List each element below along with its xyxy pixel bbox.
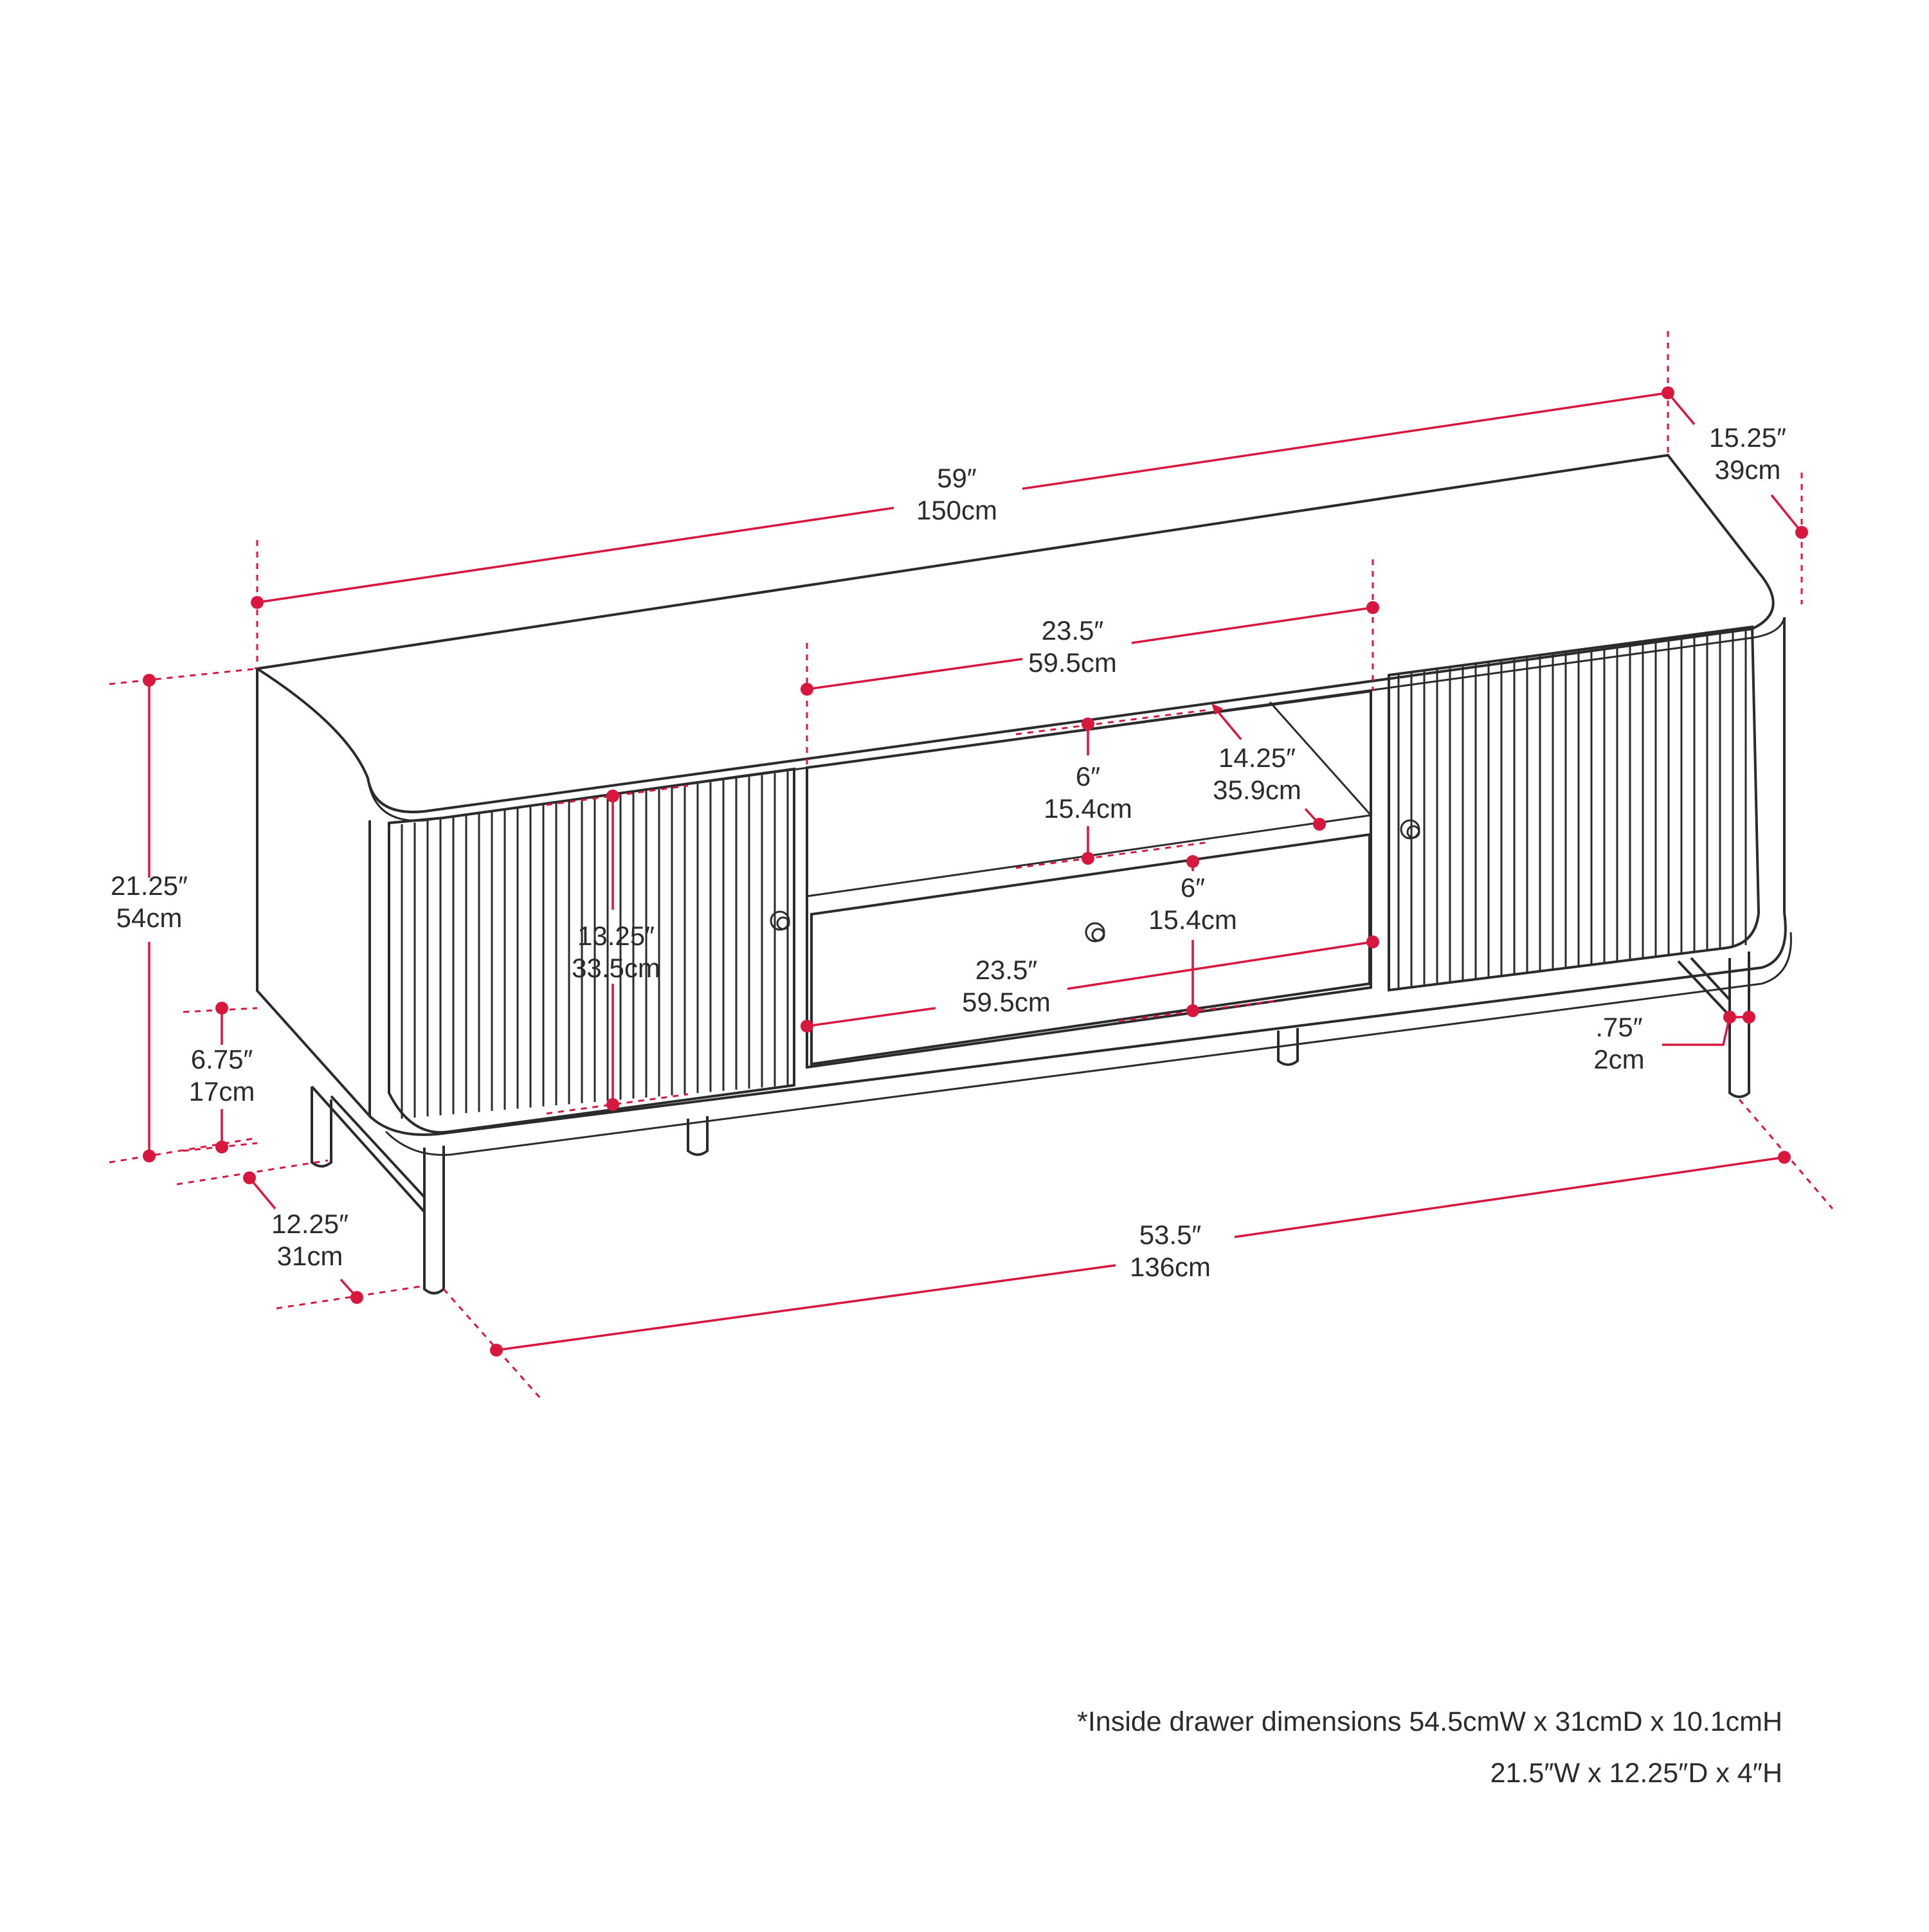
door-height-cm-label: 33.5cm: [572, 953, 660, 983]
dimension-annotations: 59″ 150cm 15.25″ 39cm 21.25″ 54cm 23.5″ …: [109, 331, 1834, 1402]
leg-depth-endpoint-top: [243, 1171, 256, 1184]
depth-endpoint: [1795, 526, 1808, 539]
leg-span-inch-label: 53.5″: [1139, 1220, 1202, 1250]
right-door-slats: [1397, 629, 1747, 988]
shelf-depth-inch-label: 14.25″: [1218, 743, 1296, 773]
leg-span-endpoint-right: [1778, 1151, 1791, 1164]
shelf-depth-endpoint: [1313, 818, 1326, 831]
shelf-width-endpoint-right: [1366, 601, 1379, 614]
leg-span-line-right: [1234, 1156, 1785, 1238]
right-door-knob-face: [1406, 825, 1420, 839]
shelf-back: [806, 768, 1372, 898]
leg-height-guides: [183, 1007, 258, 1152]
leg-span-cm-label: 136cm: [1130, 1252, 1211, 1282]
shelf-height-cm-label: 15.4cm: [1044, 793, 1132, 824]
height-cm-label: 54cm: [116, 903, 183, 933]
drawer-height-cm-label: 15.4cm: [1148, 905, 1237, 935]
leg-span-endpoint-left: [490, 1344, 503, 1357]
shelf-width-line-left: [806, 658, 1023, 691]
width-label-bg: [894, 450, 1022, 527]
width-endpoint-left: [251, 596, 264, 609]
stand-base: [368, 912, 1787, 1136]
leg-depth-endpoint-bottom: [350, 1291, 363, 1304]
drawer-front: [810, 833, 1371, 1066]
door-height-endpoint-top: [606, 790, 619, 802]
middle-leg-back: [1277, 1028, 1299, 1066]
shelf-width-inch-label: 23.5″: [1042, 615, 1104, 646]
height-endpoint-bottom: [143, 1150, 156, 1162]
leg-thickness-cm-label: 2cm: [1593, 1044, 1644, 1074]
height-endpoint-top: [143, 674, 156, 687]
leg-depth-cm-label: 31cm: [277, 1241, 343, 1271]
inside-drawer-note-metric: *Inside drawer dimensions 54.5cmW x 31cm…: [1077, 1706, 1782, 1737]
depth-dimension-line-top: [1667, 392, 1696, 426]
drawer-width-endpoint-left: [801, 1020, 813, 1033]
leg-thickness-inch-label: .75″: [1595, 1012, 1642, 1042]
door-height-inch-label: 13.25″: [577, 921, 655, 951]
leg-height-endpoint-top: [215, 1002, 228, 1015]
leg-thickness-endpoint-right: [1743, 1011, 1755, 1024]
tv-stand-drawing: [253, 453, 1792, 1295]
leg-thickness-leader: [1662, 1016, 1731, 1046]
drawer-width-cm-label: 59.5cm: [962, 987, 1051, 1017]
depth-dimension-line-bottom: [1770, 494, 1803, 534]
leg-height-inch-label: 6.75″: [191, 1044, 253, 1074]
leg-depth-line-top: [248, 1177, 276, 1210]
right-leg-crossbar: [1677, 957, 1731, 1017]
middle-leg-front: [687, 1116, 709, 1156]
door-height-endpoint-bottom: [606, 1098, 619, 1111]
shelf-depth-line-top: [1214, 707, 1242, 741]
legs: [311, 952, 1750, 1295]
inside-drawer-note: *Inside drawer dimensions 54.5cmW x 31cm…: [1077, 1706, 1782, 1789]
leg-depth-inch-label: 12.25″: [271, 1209, 349, 1239]
drawer-width-inch-label: 23.5″: [975, 955, 1038, 985]
shelf-width-line-right: [1131, 606, 1373, 644]
shelf-width-cm-label: 59.5cm: [1028, 647, 1117, 678]
right-door: [1388, 625, 1761, 992]
shelf-inner-side: [1269, 701, 1372, 816]
width-inch-label: 59″: [937, 463, 977, 493]
height-inch-label: 21.25″: [111, 871, 188, 901]
drawer-width-line-right: [1067, 941, 1373, 990]
left-door: [388, 767, 795, 1134]
drawer-height-endpoint-top: [1186, 855, 1199, 868]
depth-inch-label: 15.25″: [1709, 422, 1786, 453]
shelf-height-inch-label: 6″: [1076, 761, 1100, 791]
inside-drawer-note-imperial: 21.5″W x 12.25″D x 4″H: [1490, 1758, 1782, 1789]
stand-top-surface: [253, 453, 1775, 813]
back-left-leg: [311, 1087, 332, 1168]
drawer-height-inch-label: 6″: [1181, 872, 1205, 903]
shelf-height-endpoint-top: [1082, 718, 1094, 730]
leg-span-line-left: [496, 1264, 1116, 1351]
left-leg-crossbar: [311, 1085, 426, 1213]
shelf-height-guides: [1015, 709, 1209, 869]
front-left-leg: [423, 1146, 445, 1295]
drawer-height-guides: [1118, 999, 1280, 1022]
leg-height-cm-label: 17cm: [189, 1076, 255, 1106]
stand-base-lower: [385, 932, 1792, 1156]
left-door-slats: [401, 772, 789, 1119]
front-right-leg: [1728, 952, 1750, 1098]
drawer-width-endpoint-right: [1366, 935, 1379, 948]
drawer-knob-face: [1091, 928, 1105, 942]
middle-compartment: [806, 689, 1372, 1069]
drawer-width-line-left: [806, 1007, 936, 1027]
shelf-width-endpoint-left: [801, 683, 813, 696]
shelf-depth-arrowhead: [1211, 703, 1223, 715]
door-height-guides: [546, 784, 689, 1115]
left-door-knob-face: [776, 916, 790, 930]
shelf-depth-cm-label: 35.9cm: [1213, 775, 1301, 805]
width-cm-label: 150cm: [916, 495, 997, 525]
depth-cm-label: 39cm: [1715, 455, 1781, 485]
left-side-panel: [256, 669, 371, 1120]
